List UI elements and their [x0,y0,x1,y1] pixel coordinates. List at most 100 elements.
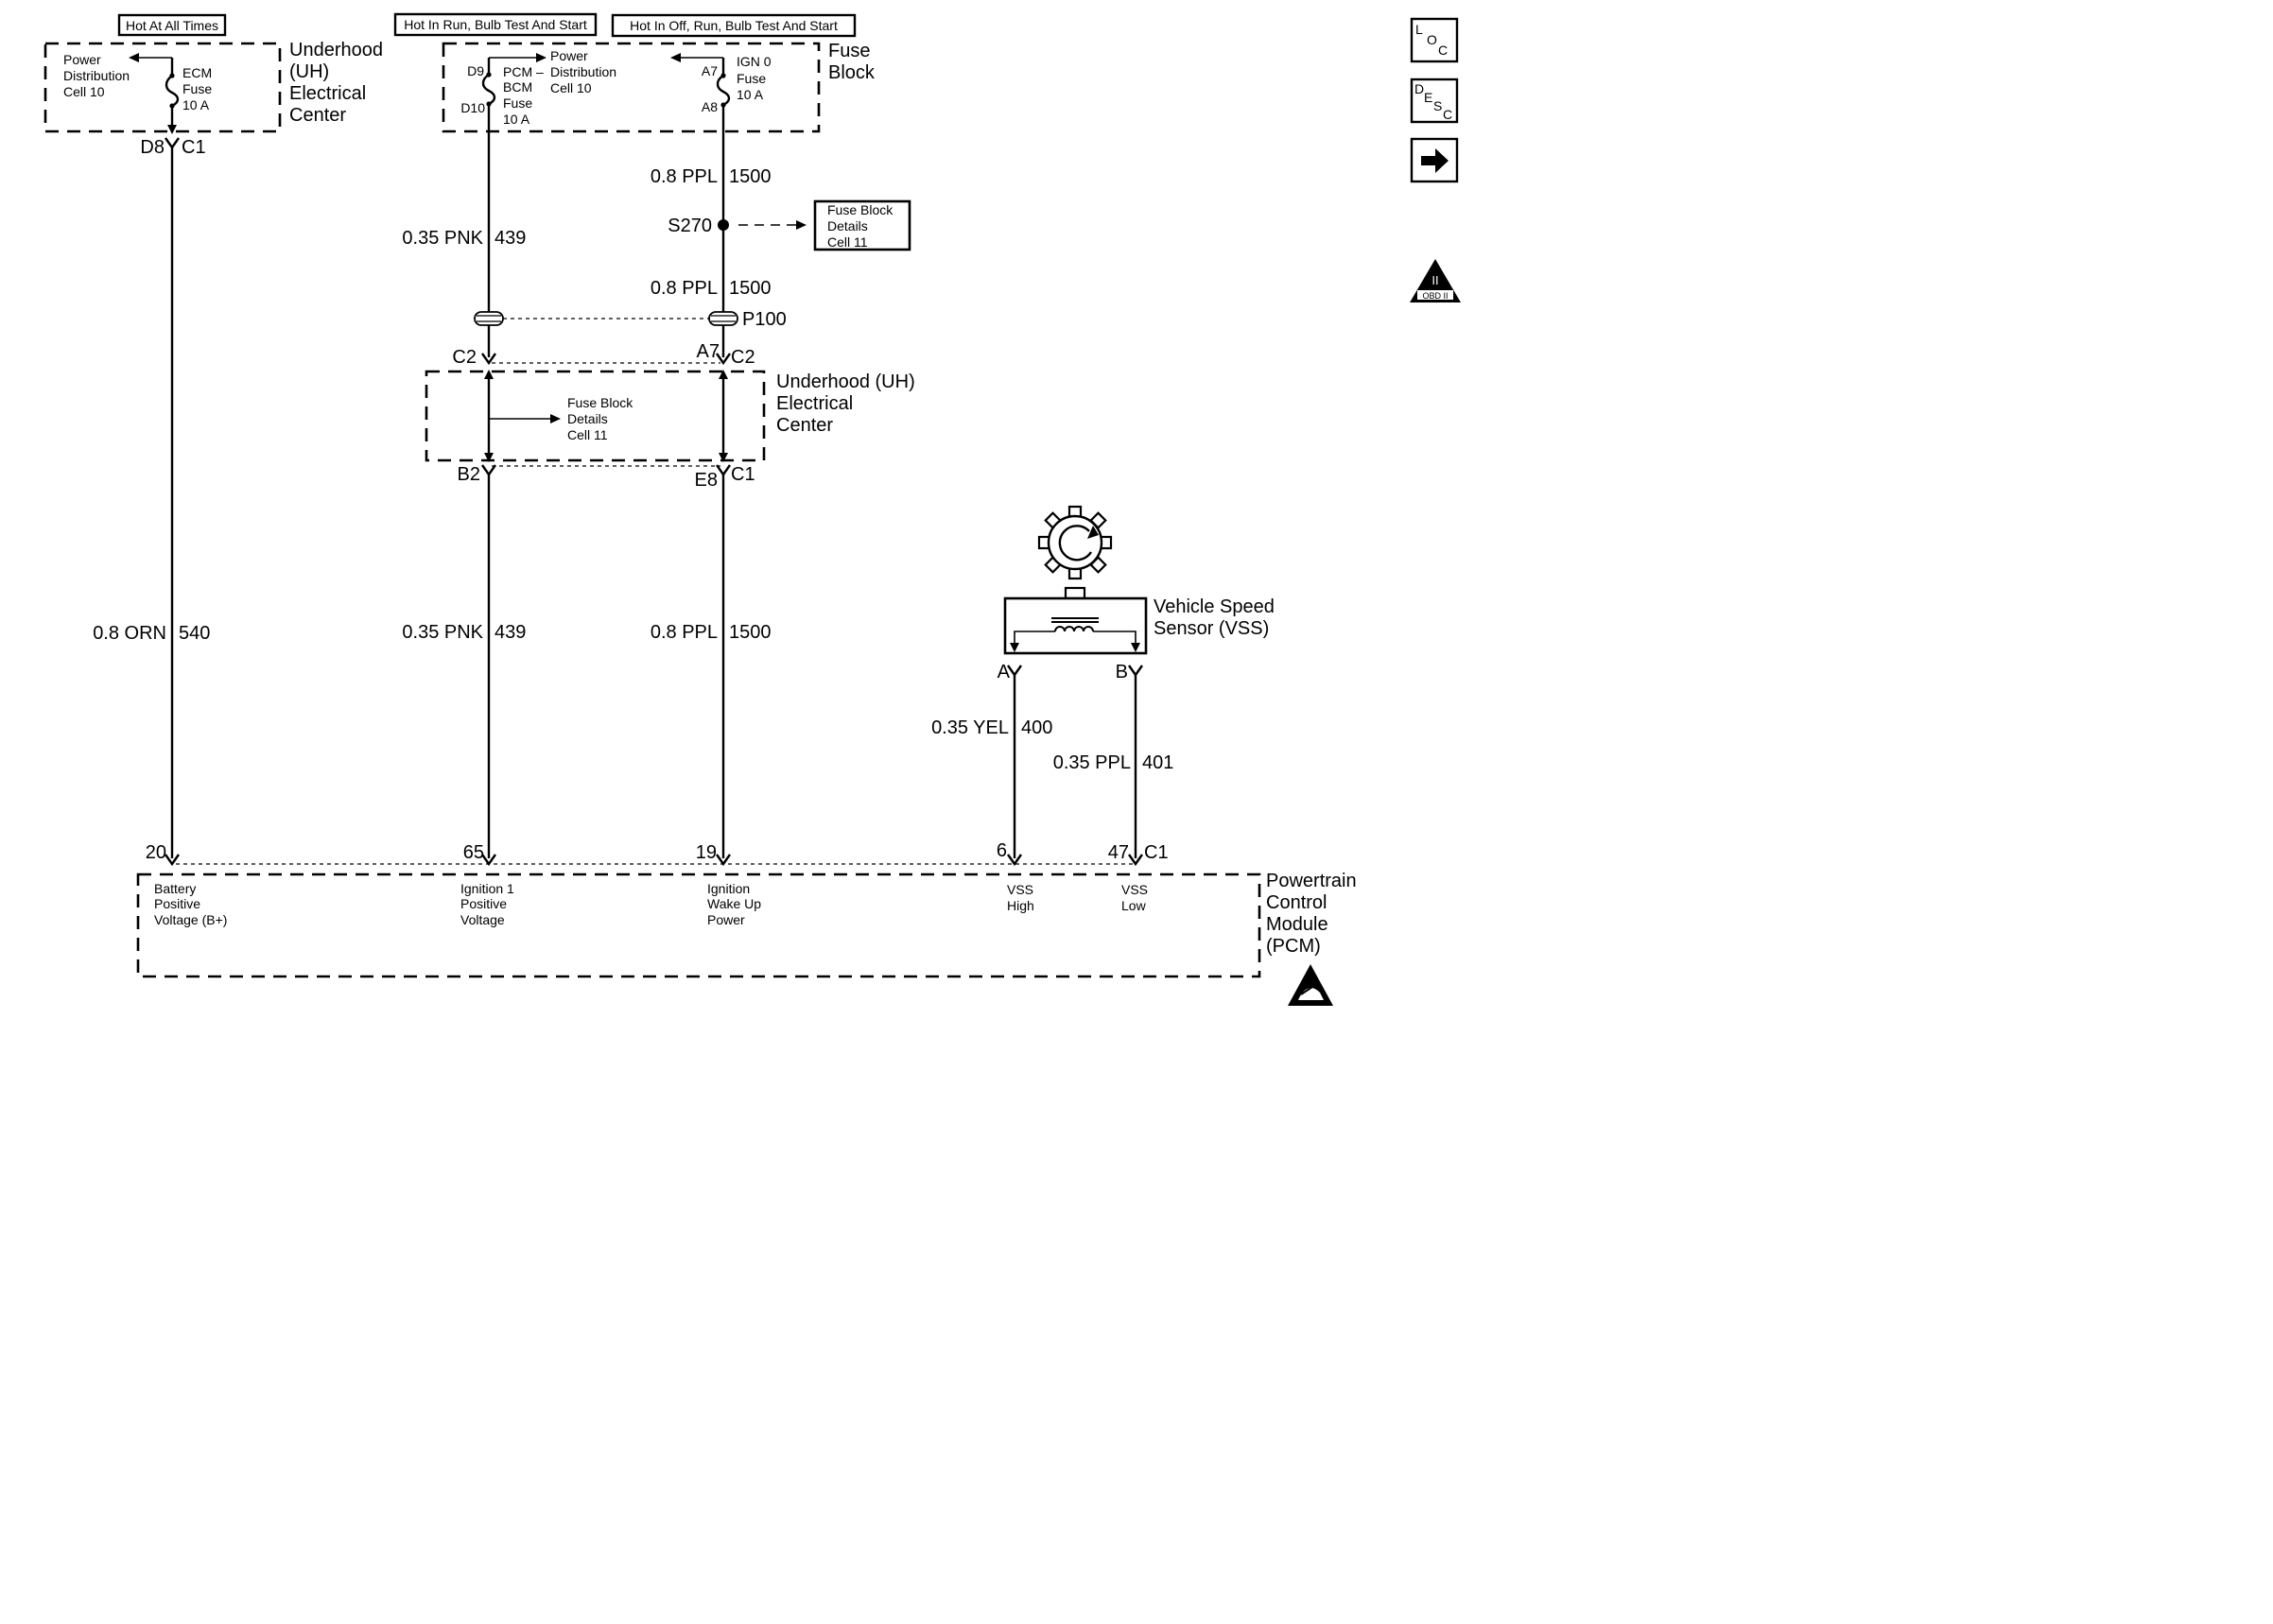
pcm-wake-line3: Power [707,912,745,927]
pcm-bplus-line3: Voltage (B+) [154,912,227,927]
powertrain-control-module: 20 65 19 6 47 C1 Powertrain Control Modu… [136,840,1357,978]
ign-fuse-line3: 10 A [737,87,764,102]
ecm-fuse-label-line2: Fuse [182,81,212,96]
wire-439-upper-gauge: 0.35 PNK [402,228,483,249]
pcm-bcm-fuse-line1: PCM – [503,64,544,79]
wire-439-upper-circuit: 439 [495,228,526,249]
pcm-title-line3: Module [1266,914,1328,935]
obd-label: OBD II [1422,291,1448,301]
loc-letter-o: O [1427,32,1437,47]
pcm-ign1-line2: Positive [460,896,507,911]
pcm-ign1-line3: Voltage [460,912,505,927]
loc-letter-l: L [1415,22,1423,37]
loc-icon[interactable]: L O C [1410,17,1459,63]
uh-title-line1: Underhood [289,40,383,60]
ecm-fuse-label-line3: 10 A [182,97,210,112]
loc-letter-c: C [1438,43,1448,58]
uh-title-line3: Electrical [289,83,366,104]
pcm-bplus-line1: Battery [154,881,196,896]
wire-439-lower-gauge: 0.35 PNK [402,622,483,643]
uh-mid-title-line1: Underhood (UH) [776,371,915,392]
uh-mid-title-line3: Center [776,415,833,436]
wire-1500-a-gauge: 0.8 PPL [651,166,718,187]
wire-1500-b-circuit: 1500 [729,278,772,299]
pcm-wake-line2: Wake Up [707,896,761,911]
desc-icon[interactable]: D E S C [1410,78,1459,124]
desc-letter-c: C [1443,107,1452,122]
power-dist-label-line2: Distribution [63,68,130,83]
vss-pin-b: B [1116,662,1128,682]
arrow-right-icon[interactable] [1410,137,1459,183]
pcm-title-line1: Powertrain [1266,871,1357,891]
uh-electrical-center-top: Underhood (UH) Electrical Center Power D… [43,40,383,134]
fuse-block-title-line1: Fuse [828,41,870,61]
wire-1500-c-circuit: 1500 [729,622,772,643]
pcm-connector-c1: C1 [1144,842,1169,863]
header-hot-in-run: Hot In Run, Bulb Test And Start [393,12,598,37]
pcm-bplus-line2: Positive [154,896,200,911]
pcm-vss-high-line1: VSS [1007,882,1033,897]
power-dist-label-line1: Power [63,52,101,67]
wire-401-gauge: 0.35 PPL [1053,752,1131,773]
ign-fuse-line2: Fuse [737,71,766,86]
power-dist-label-line3: Cell 10 [63,84,105,99]
wire-1500-b-gauge: 0.8 PPL [651,278,718,299]
pass-through-grommet-p100: P100 [474,309,787,330]
desc-letter-e: E [1424,90,1432,105]
pcm-bcm-fuse-line2: BCM [503,79,532,95]
p100-label: P100 [742,309,787,330]
wire-401-circuit: 401 [1142,752,1173,773]
splice-s270 [718,219,729,231]
pin-a8: A8 [702,99,718,114]
uh-mid-details-line3: Cell 11 [567,427,608,442]
connector-c1-top: C1 [182,137,206,158]
pcm-bcm-fuse-line3: Fuse [503,95,532,111]
pin-c1-mid: C1 [731,464,755,485]
wire-400-circuit: 400 [1021,717,1052,738]
ecm-fuse-label-line1: ECM [182,65,212,80]
esd-warning-icon [1288,964,1333,1006]
pin-b2: B2 [458,464,480,485]
header-text: Hot In Run, Bulb Test And Start [404,17,587,32]
details-ref-line2: Details [827,218,868,233]
details-ref-line1: Fuse Block [827,202,894,217]
fb-power-dist-line2: Distribution [550,64,616,79]
uh-mid-details-line2: Details [567,411,608,426]
pcm-vss-high-line2: High [1007,898,1034,913]
vss-title-line2: Sensor (VSS) [1154,618,1269,639]
uh-mid-title-line2: Electrical [776,393,853,414]
vss-pin-a: A [998,662,1011,682]
pin-c2-right: C2 [731,347,755,368]
pin-e8: E8 [695,470,718,491]
wire-1500-a-circuit: 1500 [729,166,772,187]
obd-numeral: II [1431,273,1438,287]
pin-d9: D9 [467,63,484,78]
uh-title-line4: Center [289,105,346,126]
header-hot-at-all-times: Hot At All Times [117,13,227,37]
obd-ii-icon: II OBD II [1410,259,1461,302]
fuse-block: Fuse Block D9 D10 PCM – BCM Fuse 10 A Po… [442,41,876,133]
uh-title-line2: (UH) [289,61,329,82]
pcm-title-line4: (PCM) [1266,936,1321,957]
pin-a7-mid: A7 [697,341,720,362]
wiring-diagram: Hot At All Times Hot In Run, Bulb Test A… [43,12,1461,1006]
wire-540-gauge: 0.8 ORN [93,623,166,644]
fb-power-dist-line3: Cell 10 [550,80,592,95]
pcm-title-line2: Control [1266,892,1327,913]
pcm-pin-6: 6 [997,840,1007,861]
pcm-wake-line1: Ignition [707,881,750,896]
pcm-pin-19: 19 [696,842,717,863]
pin-d10: D10 [460,100,485,115]
vss-title-line1: Vehicle Speed [1154,596,1275,617]
header-hot-in-off: Hot In Off, Run, Bulb Test And Start [611,13,857,38]
details-ref-line3: Cell 11 [827,234,868,250]
rotating-gear-icon [1037,505,1113,580]
wire-1500-c-gauge: 0.8 PPL [651,622,718,643]
pcm-pin-47: 47 [1108,842,1129,863]
uh-electrical-center-mid: C2 A7 C2 Underhood (UH) Electrical Cente… [425,341,915,491]
uh-mid-details-line1: Fuse Block [567,395,633,410]
ign-fuse-line1: IGN 0 [737,54,772,69]
pcm-vss-low-line2: Low [1121,898,1147,913]
wire-400-gauge: 0.35 YEL [931,717,1009,738]
fuse-block-title-line2: Block [828,62,876,83]
